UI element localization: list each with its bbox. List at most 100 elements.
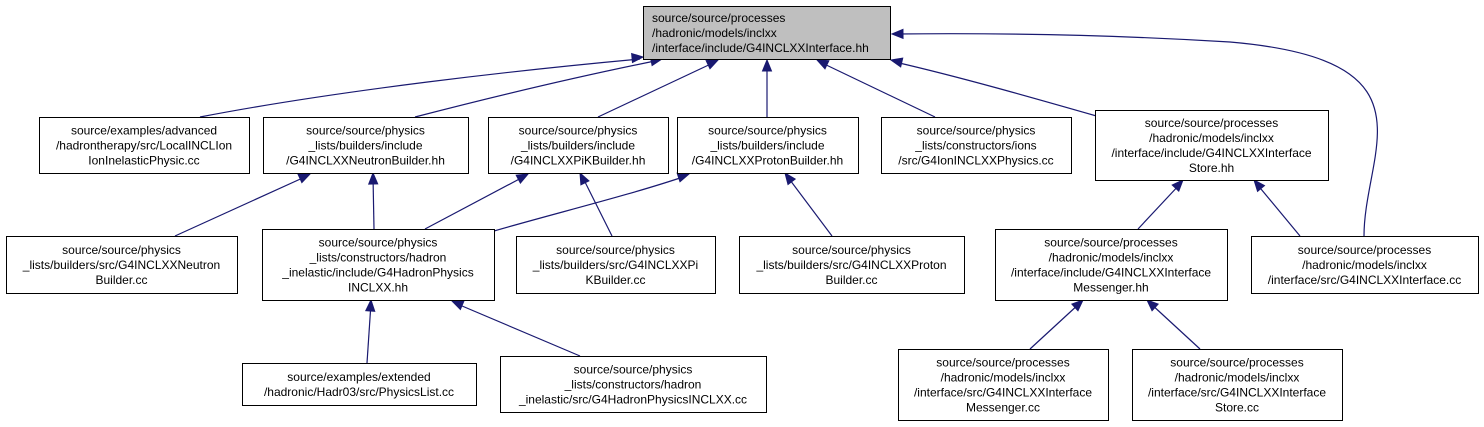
node-label-line: _inelastic/src/G4HadronPhysicsINCLXX.cc (518, 393, 747, 407)
node-label-line: Builder.cc (825, 273, 877, 287)
node-box (739, 236, 965, 294)
graph-node[interactable]: source/source/processes/hadronic/models/… (1095, 110, 1329, 181)
node-label-line: Store.hh (1189, 161, 1234, 175)
node-label-line: _lists/builders/src/G4INCLXXPi (532, 258, 698, 272)
edge-n9-n3 (579, 171, 613, 237)
edge-line (454, 302, 581, 357)
graph-node[interactable]: source/source/processes/hadronic/models/… (1132, 349, 1343, 421)
node-label-line: source/source/physics (556, 243, 675, 257)
arrow-head-icon (365, 298, 376, 312)
edges-layer (174, 28, 1378, 364)
arrow-head-icon (631, 52, 645, 64)
node-label-line: source/examples/extended (287, 370, 430, 384)
node-box (1132, 349, 1343, 421)
graph-node[interactable]: source/source/physics_lists/builders/src… (6, 236, 238, 294)
arrow-head-icon (1253, 178, 1266, 193)
graph-node[interactable]: source/source/physics_lists/builders/src… (739, 236, 965, 294)
graph-node[interactable]: source/source/processes/hadronic/models/… (995, 229, 1228, 301)
arrow-head-icon (890, 28, 904, 40)
node-label-line: _lists/builders/src/G4INCLXXNeutron (22, 258, 220, 272)
node-label-line: source/source/physics (574, 363, 693, 377)
node-label-line: /interface/src/G4INCLXXInterface (914, 386, 1092, 400)
edge-line (424, 175, 526, 230)
node-label-line: /hadronic/Hadr03/src/PhysicsList.cc (264, 385, 454, 399)
node-label-line: _lists/builders/include (520, 139, 635, 153)
edge-line (819, 61, 936, 118)
node-label-line: /hadronic/models/inclxx (1049, 251, 1174, 265)
node-label-line: _lists/builders/include (709, 139, 824, 153)
edge-n1-root (199, 52, 645, 118)
edge-line (1149, 302, 1201, 350)
node-label-line: /hadronic/models/inclxx (652, 26, 777, 40)
node-label-line: _lists/builders/include (307, 139, 422, 153)
node-box (242, 363, 477, 406)
node-label-line: source/source/processes (1145, 116, 1278, 130)
graph-node[interactable]: source/source/physics_lists/builders/inc… (488, 117, 669, 174)
edge-n4-root (761, 58, 773, 117)
arrow-head-icon (889, 57, 904, 68)
node-label-line: /interface/include/G4INCLXXInterface.hh (652, 41, 869, 55)
edge-line (199, 58, 641, 118)
edge-line (366, 302, 372, 364)
edge-n15-n11 (1029, 299, 1084, 350)
edge-n3-root (597, 59, 720, 118)
edge-line (1029, 302, 1081, 350)
arrow-head-icon (1070, 299, 1084, 312)
edge-line (493, 175, 687, 232)
node-box (677, 117, 859, 174)
arrow-head-icon (579, 171, 590, 186)
node-label-line: _lists/constructors/hadron (309, 251, 447, 265)
graph-node[interactable]: source/source/processes/hadronic/models/… (898, 349, 1109, 421)
node-label-line: source/source/processes (1044, 236, 1177, 250)
graph-node[interactable]: source/source/physics_lists/builders/inc… (263, 117, 469, 174)
edge-n8-n2 (367, 171, 379, 230)
node-label-line: source/source/physics (306, 124, 425, 138)
node-label-line: /G4INCLXXPiKBuilder.hh (511, 154, 646, 168)
edge-line (894, 61, 1101, 118)
graph-node[interactable]: source/source/processes/hadronic/models/… (1251, 236, 1479, 294)
node-label-line: source/source/processes (1170, 356, 1303, 370)
graph-node[interactable]: source/source/physics_lists/constructors… (500, 356, 767, 413)
node-label-line: source/source/physics (519, 124, 638, 138)
edge-line (372, 175, 375, 230)
node-box (488, 117, 669, 174)
graph-node[interactable]: source/source/physics_lists/builders/src… (516, 236, 716, 294)
node-label-line: /interface/include/G4INCLXXInterface (1011, 266, 1211, 280)
node-label-line: /interface/src/G4INCLXXInterface.cc (1268, 273, 1461, 287)
edge-line (581, 175, 613, 237)
graph-node[interactable]: source/examples/advanced/hadrontherapy/s… (39, 117, 250, 174)
node-label-line: /hadronic/models/inclxx (1302, 258, 1427, 272)
edge-line (786, 175, 833, 237)
edge-n5-root (815, 59, 936, 118)
arrow-head-icon (676, 172, 691, 183)
edge-line (597, 61, 716, 118)
node-label-line: KBuilder.cc (585, 273, 645, 287)
arrow-head-icon (815, 59, 830, 70)
node-label-line: _inelastic/include/G4HadronPhysics (281, 266, 473, 280)
node-box (516, 236, 716, 294)
arrow-head-icon (367, 171, 379, 185)
edge-n12-n6 (1253, 178, 1301, 237)
node-label-line: source/source/physics (319, 236, 438, 250)
edge-n6-root (889, 57, 1101, 118)
graph-node[interactable]: source/source/physics_lists/constructors… (262, 229, 495, 301)
node-label-line: source/source/physics (792, 243, 911, 257)
node-box (6, 236, 238, 294)
node-label-line: /hadronic/models/inclxx (941, 371, 1066, 385)
node-label-line: IonInelasticPhysic.cc (88, 154, 199, 168)
node-label-line: /interface/include/G4INCLXXInterface (1111, 146, 1311, 160)
node-box (39, 117, 250, 174)
node-label-line: /hadronic/models/inclxx (1175, 371, 1300, 385)
graph-node[interactable]: source/source/physics_lists/constructors… (881, 117, 1072, 174)
node-box (1095, 110, 1329, 181)
arrow-head-icon (1146, 299, 1160, 312)
edge-n13-n8 (365, 298, 376, 364)
node-label-line: source/source/physics (62, 243, 181, 257)
node-label-line: source/source/processes (1298, 243, 1431, 257)
node-box (881, 117, 1072, 174)
node-label-line: Builder.cc (95, 273, 147, 287)
graph-node[interactable]: source/examples/extended/hadronic/Hadr03… (242, 363, 477, 406)
node-label-line: /interface/src/G4INCLXXInterface (1148, 386, 1326, 400)
graph-node[interactable]: source/source/physics_lists/builders/inc… (677, 117, 859, 174)
